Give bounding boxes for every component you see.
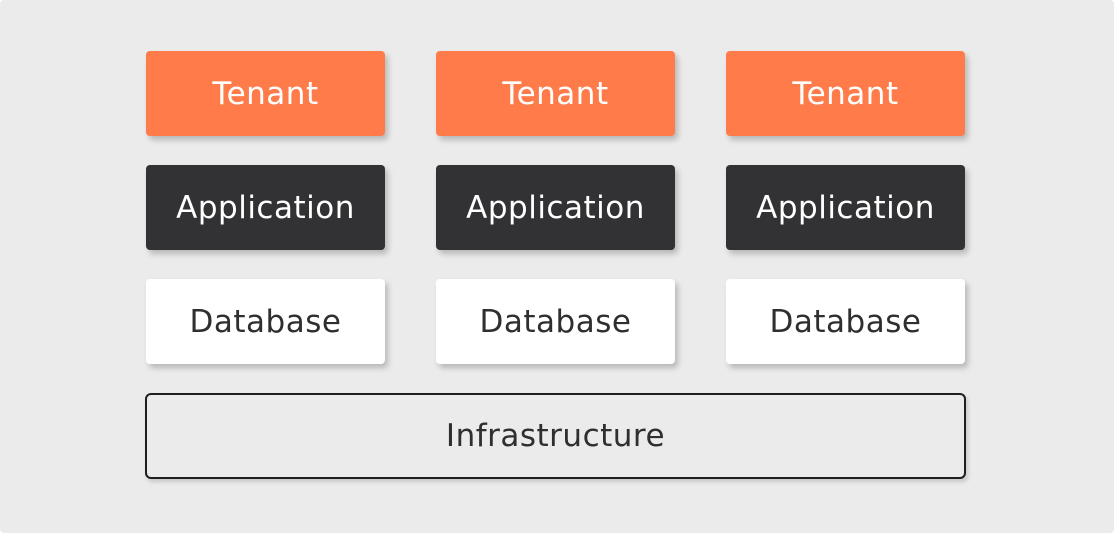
database-box-3: Database — [726, 279, 965, 364]
tenant-label-2: Tenant — [502, 75, 609, 112]
application-label-3: Application — [756, 189, 935, 226]
application-box-1: Application — [146, 165, 385, 250]
application-label-1: Application — [176, 189, 355, 226]
database-label-1: Database — [189, 303, 342, 340]
database-box-1: Database — [146, 279, 385, 364]
database-label-3: Database — [769, 303, 922, 340]
application-box-3: Application — [726, 165, 965, 250]
infrastructure-label: Infrastructure — [445, 418, 666, 454]
database-box-2: Database — [436, 279, 675, 364]
tenant-label-3: Tenant — [792, 75, 899, 112]
application-box-2: Application — [436, 165, 675, 250]
infrastructure-box: Infrastructure — [145, 393, 966, 479]
application-label-2: Application — [466, 189, 645, 226]
tenant-box-3: Tenant — [726, 51, 965, 136]
tenant-label-1: Tenant — [212, 75, 319, 112]
tenant-box-2: Tenant — [436, 51, 675, 136]
database-label-2: Database — [479, 303, 632, 340]
tenant-box-1: Tenant — [146, 51, 385, 136]
